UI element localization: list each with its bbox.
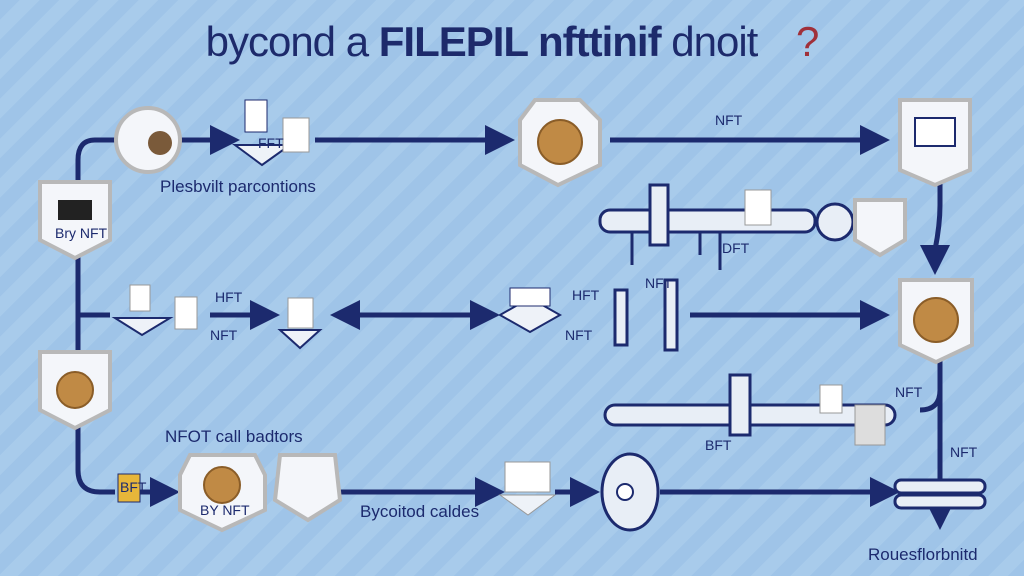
label-bft-tag: BFT	[120, 479, 147, 495]
badge-buy-nft	[38, 180, 112, 261]
label-nft-down: NFT	[950, 444, 978, 460]
diagram-title: bycond a FILEPIL nfttinif dnoit ?	[0, 18, 1024, 66]
node-funnel-1	[231, 99, 310, 167]
label-parcontions: Plesbvilt parcontions	[160, 177, 316, 196]
question-mark-icon: ?	[796, 18, 819, 65]
label-call-badtors: NFOT call badtors	[165, 427, 303, 446]
title-part3: dnoit	[671, 18, 758, 65]
node-row2-funnels	[111, 284, 323, 350]
node-bottom-row	[117, 452, 987, 533]
coin-badge-top	[518, 98, 602, 188]
label-dft: DFT	[722, 240, 750, 256]
label-by-nft: BY NFT	[200, 502, 250, 518]
node-row2-center	[497, 278, 679, 352]
label-coitod: Bycoitod caldes	[360, 502, 479, 521]
label-nft-right: NFT	[895, 384, 923, 400]
label-rouesflorbnitd: Rouesflorbnitd	[868, 545, 978, 564]
badge-top-right	[898, 98, 972, 188]
label-hft-left: HFT	[215, 289, 243, 305]
label-buy-nft: Bry NFT	[55, 225, 108, 241]
pipe-top-right	[598, 183, 907, 270]
label-fft: FFT	[258, 135, 284, 151]
title-part1: bycond a	[205, 18, 369, 65]
label-hft-mid: HFT	[572, 287, 600, 303]
coin-badge-right	[898, 278, 974, 365]
label-nft-pipe: NFT	[645, 275, 673, 291]
label-nft-top: NFT	[715, 112, 743, 128]
label-nft-mid: NFT	[565, 327, 593, 343]
pipe-bottom-right	[603, 373, 897, 446]
node-top-left	[114, 106, 182, 174]
label-nft-left: NFT	[210, 327, 238, 343]
coin-badge-left	[38, 350, 112, 431]
title-part2: FILEPIL nfttinif	[378, 18, 662, 65]
label-bft: BFT	[705, 437, 732, 453]
